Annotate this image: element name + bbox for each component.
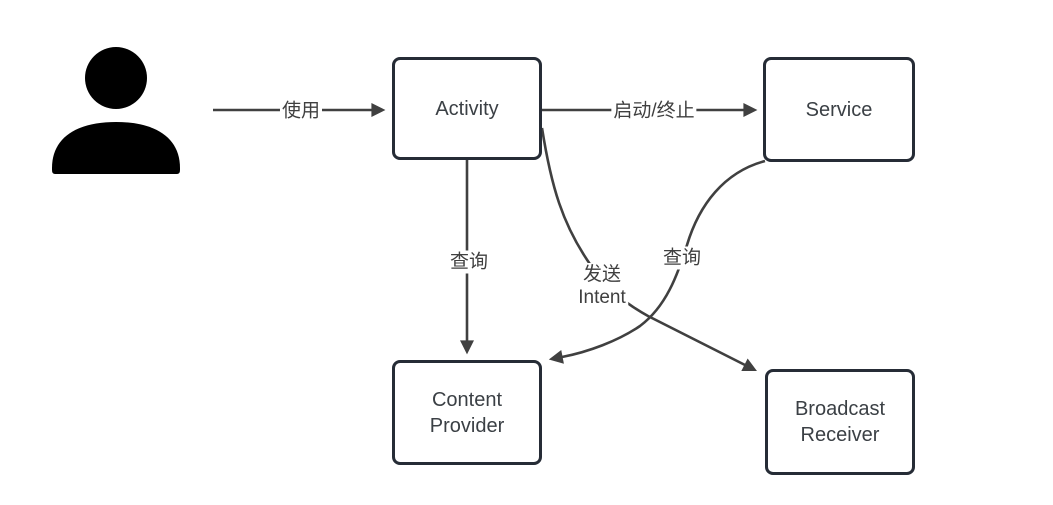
arrow-service-to-content-provider <box>548 159 766 364</box>
node-service: Service <box>763 57 915 162</box>
edge-label-start-stop: 启动/终止 <box>611 99 697 123</box>
user-icon-body <box>52 122 180 174</box>
edge-label-send-intent-line2: Intent <box>578 287 626 308</box>
node-service-label: Service <box>805 98 873 121</box>
node-activity-label: Activity <box>435 97 499 120</box>
node-content-provider-label: Content Provider <box>429 388 505 437</box>
edge-label-query-activity: 查询 <box>447 250 491 274</box>
node-content-provider: Content Provider <box>392 360 542 465</box>
edge-label-send-intent-line1: 发送 <box>582 264 622 285</box>
arrow-activity-to-broadcast-receiver <box>540 127 757 372</box>
edge-label-send-intent: 发送 Intent <box>576 263 628 309</box>
edge-label-query-service: 查询 <box>660 246 704 270</box>
node-activity: Activity <box>392 57 542 160</box>
user-icon <box>52 47 180 174</box>
node-broadcast-receiver-label: Broadcast Receiver <box>794 398 886 446</box>
user-icon-head <box>85 47 147 109</box>
edge-label-use: 使用 <box>279 99 323 123</box>
node-broadcast-receiver: Broadcast Receiver <box>765 369 915 475</box>
